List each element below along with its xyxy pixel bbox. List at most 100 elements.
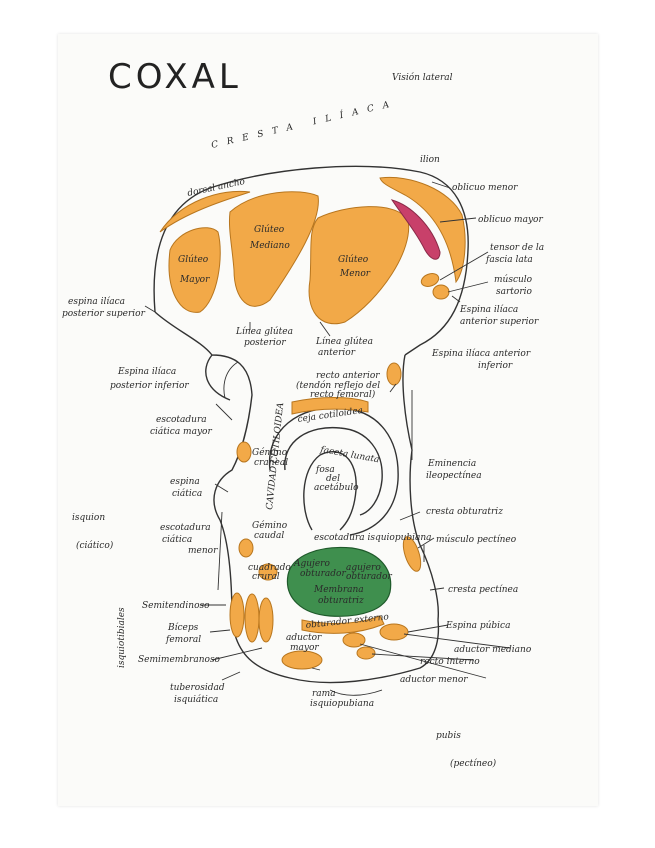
espina-ciatica-label-2: ciática <box>172 488 202 499</box>
semimembranoso-label: Semimembranoso <box>138 655 221 665</box>
biceps-label-2: femoral <box>165 635 201 645</box>
aductor-mayor-label-1: aductor <box>286 633 322 643</box>
linea-posterior-label-1: Línea glútea <box>235 326 293 337</box>
biceps-label-1: Bíceps <box>167 622 199 633</box>
linea-posterior-label-2: posterior <box>244 338 286 348</box>
gluteo-mayor-label-2: Mayor <box>179 275 210 285</box>
crest-label: CRESTA ILÍACA <box>210 96 399 151</box>
agujero-label-1: Agujero <box>293 559 330 569</box>
gluteo-mayor-muscle <box>168 227 221 313</box>
ceja-muscle <box>291 397 369 415</box>
recto-interno-label: recto interno <box>420 657 480 667</box>
espina-ciatica-label-1: espina <box>170 477 200 487</box>
gluteo-menor-muscle <box>308 206 410 325</box>
semimembranoso-muscle <box>258 597 274 643</box>
recto-anterior-label-2: (tendón reflejo del <box>296 380 380 391</box>
gemino-craneal-label-2: craneal <box>254 458 288 468</box>
espina-pubica-label: Espina púbica <box>445 620 510 631</box>
sartorio-label-1: músculo <box>494 274 533 285</box>
escotadura-mayor-label-1: escotadura <box>156 415 207 425</box>
arrows <box>217 361 425 696</box>
gluteo-mediano-label-1: Glúteo <box>254 224 285 235</box>
pubis-label: pubis <box>436 731 461 741</box>
linea-anterior-label-2: anterior <box>318 348 356 358</box>
cresta-pectinea-label: cresta pectínea <box>448 584 518 595</box>
tensor-muscle <box>420 273 440 287</box>
dorsal-ancho-muscle <box>159 190 251 233</box>
sartorio-muscle <box>432 284 450 300</box>
posterior-border <box>154 311 440 684</box>
gluteo-menor-label-2: Menor <box>339 269 371 279</box>
semitendinoso-label: Semitendinoso <box>142 601 210 611</box>
tensor-label-1: tensor de la <box>490 243 544 253</box>
agujero2-label-2: obturador <box>346 572 392 582</box>
tuberosidad-label-1: tuberosidad <box>170 683 225 693</box>
escotadura-menor-label-1: escotadura <box>160 523 211 533</box>
fosa-label-1: fosa <box>315 465 335 475</box>
anterior-border <box>402 354 440 621</box>
tuberosidad-label-2: isquiática <box>174 694 218 705</box>
eminencia-label-1: Eminencia <box>427 459 476 469</box>
obliquo-mayor-muscle <box>390 199 441 260</box>
sartorio-label-2: sartorio <box>496 287 533 297</box>
semitendinoso-muscle <box>229 592 245 638</box>
agujero-label-2: obturador <box>300 569 346 579</box>
recto-interno-muscle <box>356 646 376 660</box>
espina-post-inf-label-1: Espina ilíaca <box>117 366 176 377</box>
aductor-mayor-muscle <box>281 650 323 670</box>
recto-anterior-label-3: recto femoral) <box>310 389 376 400</box>
leader-lines <box>144 181 511 681</box>
espina-post-inf-label-2: posterior inferior <box>110 381 189 391</box>
obturador-externo-muscle <box>301 615 385 634</box>
espina-ant-sup-label-1: Espina ilíaca <box>459 304 518 315</box>
ilion-label: ilion <box>420 155 440 165</box>
gluteo-mayor-label-1: Glúteo <box>178 254 209 265</box>
gemino-caudal-label-1: Gémino <box>252 520 288 531</box>
cresta-obturatriz-label: cresta obturatriz <box>426 507 503 517</box>
acetabular-fossa <box>303 451 357 531</box>
recto-anterior-label-1: recto anterior <box>316 371 380 381</box>
page-subtitle: Visión lateral <box>392 72 453 83</box>
rama-label-2: isquiopubiana <box>310 699 374 709</box>
aductor-menor-label: aductor menor <box>400 675 468 685</box>
pubis-sub-label: (pectíneo) <box>450 758 497 769</box>
sciatic-notch <box>205 354 231 401</box>
isquion-sub-label: (ciático) <box>76 540 114 551</box>
lunate-surface <box>284 426 383 516</box>
page-title: COXAL <box>108 57 242 97</box>
membrana-label-2: obturatriz <box>318 596 364 606</box>
cuadrado-crural-label-1: cuadrado <box>248 563 291 573</box>
gemino-craneal-muscle <box>236 441 252 463</box>
pectineo-muscle <box>402 536 422 572</box>
isquion-label: isquion <box>72 513 105 523</box>
aductor-mayor-label-2: mayor <box>290 643 319 653</box>
escotadura-menor-label-3: menor <box>188 546 218 556</box>
gluteo-mediano-muscle <box>229 191 319 307</box>
obliquo-menor-muscle <box>379 176 466 284</box>
fosa-label-2: del <box>326 474 340 484</box>
rama-label-1: rama <box>312 689 336 699</box>
gemino-craneal-label-1: Gémino <box>252 447 288 458</box>
espina-post-sup-label-1: espina ilíaca <box>68 296 125 307</box>
isquiotibiales-label: isquiotibiales <box>117 607 127 668</box>
eminencia-label-2: ileopectínea <box>426 470 482 481</box>
fosa-label-3: acetábulo <box>314 482 359 493</box>
aductor-mediano-label: aductor mediano <box>454 645 532 655</box>
escotadura-isquiopubiana-label: escotadura isquiopubiana <box>314 533 432 543</box>
espina-post-sup-label-2: posterior superior <box>62 309 146 319</box>
cuadrado-crural-label-2: crural <box>252 572 280 582</box>
faceta-label: faceta lunata <box>318 445 380 465</box>
obliquo-mayor-label: oblicuo mayor <box>478 215 543 225</box>
membrana-label-1: Membrana <box>313 585 364 595</box>
gemino-caudal-muscle <box>238 538 254 558</box>
tensor-label-2: fascia lata <box>485 255 533 265</box>
gemino-caudal-label-2: caudal <box>254 531 284 541</box>
cuadrado-crural-muscle <box>258 563 278 581</box>
espina-ant-inf-label-2: inferior <box>478 361 513 371</box>
espina-ant-inf-label-1: Espina ilíaca anterior <box>431 348 531 359</box>
musculo-pectineo-label: músculo pectíneo <box>436 534 517 545</box>
biceps-muscle <box>244 593 260 643</box>
espina-ant-sup-label-2: anterior superior <box>460 317 539 327</box>
linea-anterior-label-1: Línea glútea <box>315 336 373 347</box>
